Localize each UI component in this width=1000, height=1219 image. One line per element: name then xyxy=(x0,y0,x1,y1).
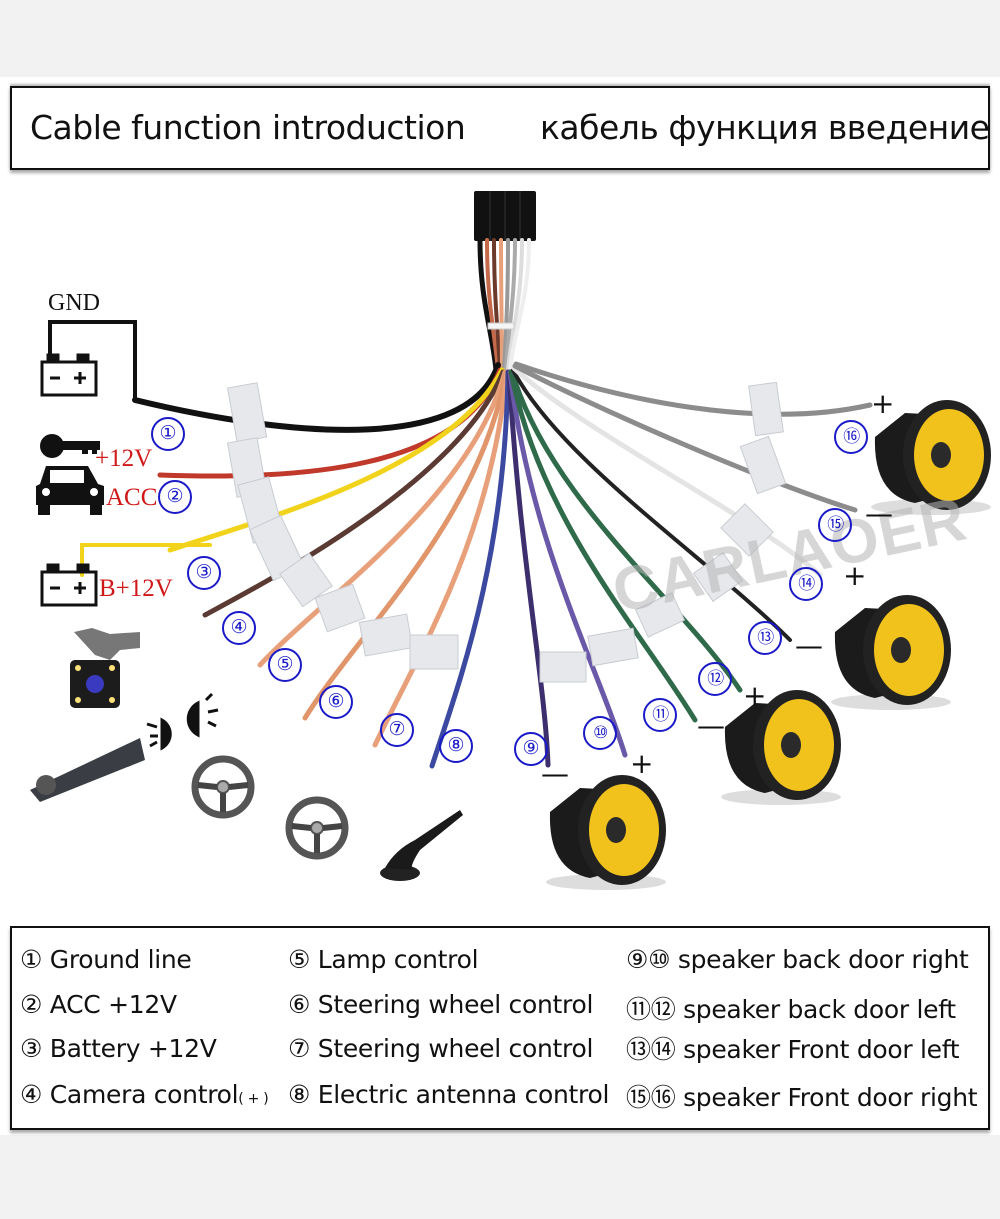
title-box xyxy=(10,86,990,170)
acc-label: ACC xyxy=(106,484,158,511)
wire-2-acc xyxy=(157,367,503,479)
legend xyxy=(10,926,990,1130)
title-english: Cable function introduction xyxy=(30,108,466,147)
wire-5-lamp xyxy=(257,369,508,668)
wire-number-9: ⑨ xyxy=(514,732,548,766)
battery-icon-ground xyxy=(40,353,98,397)
gnd-label: GND xyxy=(48,290,100,316)
steering-wheel-icon xyxy=(191,755,255,819)
wire-6-steering xyxy=(302,369,509,721)
legend-item: ⑨⑩ speaker back door right xyxy=(626,945,969,974)
speaker-icon xyxy=(831,595,951,710)
wires xyxy=(48,320,873,769)
polarity-minus-11: — xyxy=(697,709,725,742)
wire-12-speaker xyxy=(509,369,743,693)
wire-8-antenna xyxy=(429,369,511,769)
wire-number-3: ③ xyxy=(187,556,221,590)
speaker-icon xyxy=(871,400,991,515)
key-icon xyxy=(40,434,100,458)
lamp-switch-icon xyxy=(30,738,145,802)
polarity-plus-16: + xyxy=(871,387,895,420)
speakers xyxy=(546,400,991,890)
legend-item: ④ Camera control( + ) xyxy=(20,1080,269,1109)
wire-number-6: ⑥ xyxy=(319,685,353,719)
wire-number-1: ① xyxy=(151,417,185,451)
title-russian: кабель функция введение xyxy=(540,108,990,147)
wire-number-5: ⑤ xyxy=(268,648,302,682)
wire-15-speaker xyxy=(512,363,858,513)
legend-item: ⑬⑭ speaker Front door left xyxy=(626,1035,960,1064)
antenna-icon xyxy=(380,810,463,881)
gnd-link xyxy=(48,320,137,402)
speaker-icon xyxy=(721,690,841,805)
speaker-icon xyxy=(546,775,666,890)
headlight-icon xyxy=(146,692,219,751)
wire-number-13: ⑬ xyxy=(748,621,782,655)
wire-tags xyxy=(226,381,787,683)
wire-4-camera xyxy=(202,369,506,618)
wire-number-7: ⑦ xyxy=(380,713,414,747)
battery-label: B+12V xyxy=(99,575,173,602)
wire-11-speaker xyxy=(508,369,698,723)
polarity-minus-13: — xyxy=(795,629,823,662)
acc-voltage-label: +12V xyxy=(95,445,153,472)
legend-item: ① Ground line xyxy=(20,945,192,974)
wire-16-speaker xyxy=(513,361,873,417)
wiring-diagram xyxy=(30,191,991,890)
wire-13-speaker xyxy=(511,368,792,642)
wire-bundle xyxy=(477,237,531,373)
legend-item: ⑥ Steering wheel control xyxy=(288,990,594,1019)
wire-number-8: ⑧ xyxy=(439,729,473,763)
polarity-plus-12: + xyxy=(743,679,767,712)
wire-7-steering xyxy=(372,369,510,748)
wire-3-battery xyxy=(167,367,505,553)
polarity-plus-14: + xyxy=(843,559,867,592)
legend-item: ⑧ Electric antenna control xyxy=(288,1080,610,1109)
polarity-plus-10: + xyxy=(630,747,654,780)
wire-number-10: ⑩ xyxy=(583,716,617,750)
polarity-minus-15: — xyxy=(865,497,893,530)
connector-plug-icon xyxy=(474,191,536,241)
legend-item: ② ACC +12V xyxy=(20,990,177,1019)
polarity-minus-9: — xyxy=(541,757,569,790)
wire-10-speaker xyxy=(507,369,628,758)
legend-item: ⑪⑫ speaker back door left xyxy=(626,995,956,1024)
camera-icon xyxy=(70,628,140,708)
legend-item: ③ Battery +12V xyxy=(20,1034,217,1063)
legend-item: ⑤ Lamp control xyxy=(288,945,479,974)
wire-number-11: ⑪ xyxy=(643,698,677,732)
wire-number-15: ⑮ xyxy=(818,508,852,542)
car-icon xyxy=(36,466,104,515)
wire-1-ground xyxy=(132,362,501,433)
wire-number-4: ④ xyxy=(222,611,256,645)
wire-14-speaker xyxy=(511,365,823,578)
battery-icon-bplus xyxy=(40,563,98,607)
wire-number-12: ⑫ xyxy=(698,662,732,696)
wire-number-14: ⑭ xyxy=(789,567,823,601)
steering-wheel-icon xyxy=(285,796,349,860)
wire-9-speaker xyxy=(506,369,551,768)
wire-number-2: ② xyxy=(158,480,192,514)
wire-number-16: ⑯ xyxy=(834,420,868,454)
legend-item: ⑮⑯ speaker Front door right xyxy=(626,1083,978,1112)
legend-item: ⑦ Steering wheel control xyxy=(288,1034,594,1063)
